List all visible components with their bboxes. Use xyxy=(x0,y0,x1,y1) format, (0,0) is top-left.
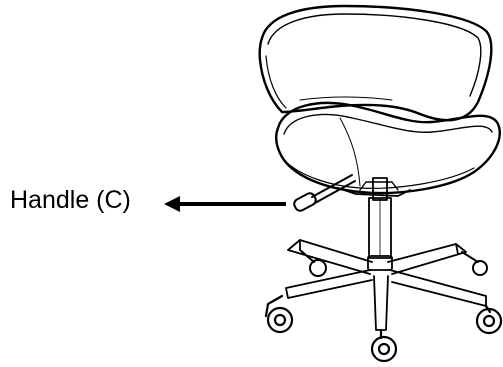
left-arrow-icon xyxy=(164,196,286,212)
star-base xyxy=(285,239,487,331)
chair-backrest xyxy=(258,4,493,122)
caster-back-left xyxy=(299,249,327,277)
gas-lift-handle xyxy=(293,174,356,212)
chair-seat xyxy=(275,101,501,195)
gas-cylinder xyxy=(367,177,393,271)
caster-back-right xyxy=(461,251,488,276)
caster-right xyxy=(475,304,503,335)
caster-front xyxy=(370,328,398,363)
seat-mechanism xyxy=(337,181,411,197)
handle-callout-label: Handle (C) xyxy=(10,186,131,214)
caster-left xyxy=(264,294,294,334)
